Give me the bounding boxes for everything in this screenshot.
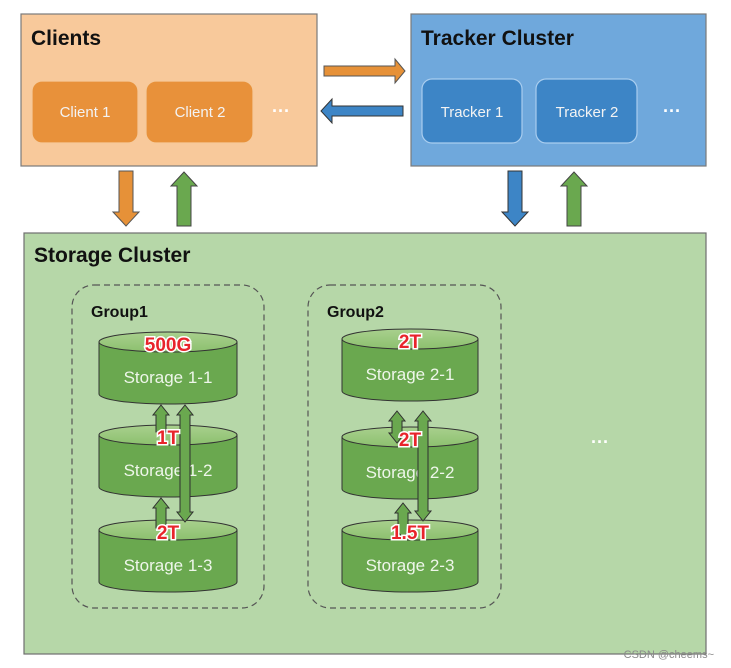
tracker-node-1-label: Tracker 1 xyxy=(441,104,504,121)
clients-box: Clients Client 1 Client 2 ··· xyxy=(20,13,318,167)
arrow-storage-to-tracker xyxy=(559,171,589,227)
arrow-clients-to-tracker xyxy=(323,57,406,85)
client-node-2[interactable]: Client 2 xyxy=(145,80,254,144)
storage-capacity-label: 1T xyxy=(157,428,180,449)
storage-more-indicator: ··· xyxy=(591,432,609,452)
clients-more-indicator: ··· xyxy=(272,101,290,121)
storage-server-label: Storage 1-1 xyxy=(124,368,213,387)
client-node-2-label: Client 2 xyxy=(175,104,226,121)
storage-cylinder-top xyxy=(341,328,479,350)
storage-cylinder-top xyxy=(98,519,238,541)
storage-capacity-label: 500G xyxy=(145,335,191,356)
storage-cylinder-body xyxy=(98,529,238,593)
group-2-border xyxy=(307,284,502,609)
replication-arrow xyxy=(387,410,407,444)
storage-cylinder-body xyxy=(341,338,479,402)
storage-cylinder-top xyxy=(98,424,238,446)
client-node-1-label: Client 1 xyxy=(60,104,111,121)
watermark: CSDN @cheems~ xyxy=(624,649,714,661)
replication-arrow xyxy=(175,404,195,523)
storage-server[interactable]: Storage 2-1 xyxy=(341,328,479,402)
storage-cluster-box: Storage Cluster ··· Group1 Storage 1-1St… xyxy=(23,232,707,655)
clients-title: Clients xyxy=(31,27,101,50)
storage-capacity-label: 2T xyxy=(399,332,422,353)
storage-server[interactable]: Storage 2-3 xyxy=(341,519,479,593)
replication-arrow xyxy=(413,410,433,522)
storage-capacity-label: 2T xyxy=(157,523,180,544)
storage-cylinder-body xyxy=(98,341,238,405)
storage-capacity-label: 1.5T xyxy=(391,523,429,544)
storage-cylinder-top xyxy=(98,331,238,353)
storage-server[interactable]: Storage 1-3 xyxy=(98,519,238,593)
storage-cylinder-body xyxy=(341,436,479,500)
replication-arrow xyxy=(393,502,413,539)
group-1-border xyxy=(71,284,265,609)
storage-cluster-title: Storage Cluster xyxy=(34,244,190,267)
storage-cylinder-body xyxy=(341,529,479,593)
tracker-more-indicator: ··· xyxy=(663,101,681,121)
replication-arrow xyxy=(151,497,171,529)
storage-capacity-label: 2T xyxy=(399,430,422,451)
group-1-title: Group1 xyxy=(91,304,148,321)
storage-cylinder-top xyxy=(341,426,479,448)
tracker-node-2-label: Tracker 2 xyxy=(556,104,619,121)
arrow-tracker-to-clients xyxy=(320,97,404,125)
storage-server-label: Storage 2-3 xyxy=(366,556,455,575)
group-2-title: Group2 xyxy=(327,304,384,321)
tracker-cluster-box: Tracker Cluster Tracker 1 Tracker 2 ··· xyxy=(410,13,707,167)
client-node-1[interactable]: Client 1 xyxy=(31,80,139,144)
arrow-storage-to-clients xyxy=(169,171,199,227)
arrow-clients-to-storage xyxy=(111,170,141,227)
storage-server[interactable]: Storage 2-2 xyxy=(341,426,479,500)
storage-server-label: Storage 2-1 xyxy=(366,365,455,384)
tracker-cluster-title: Tracker Cluster xyxy=(421,27,574,50)
arrow-tracker-to-storage xyxy=(500,170,530,227)
replication-arrow xyxy=(151,404,171,433)
storage-cylinder-body xyxy=(98,434,238,498)
storage-server-label: Storage 2-2 xyxy=(366,463,455,482)
storage-server-label: Storage 1-3 xyxy=(124,556,213,575)
tracker-node-2[interactable]: Tracker 2 xyxy=(535,78,638,144)
storage-server-label: Storage 1-2 xyxy=(124,461,213,480)
tracker-node-1[interactable]: Tracker 1 xyxy=(421,78,523,144)
storage-server[interactable]: Storage 1-1 xyxy=(98,331,238,405)
